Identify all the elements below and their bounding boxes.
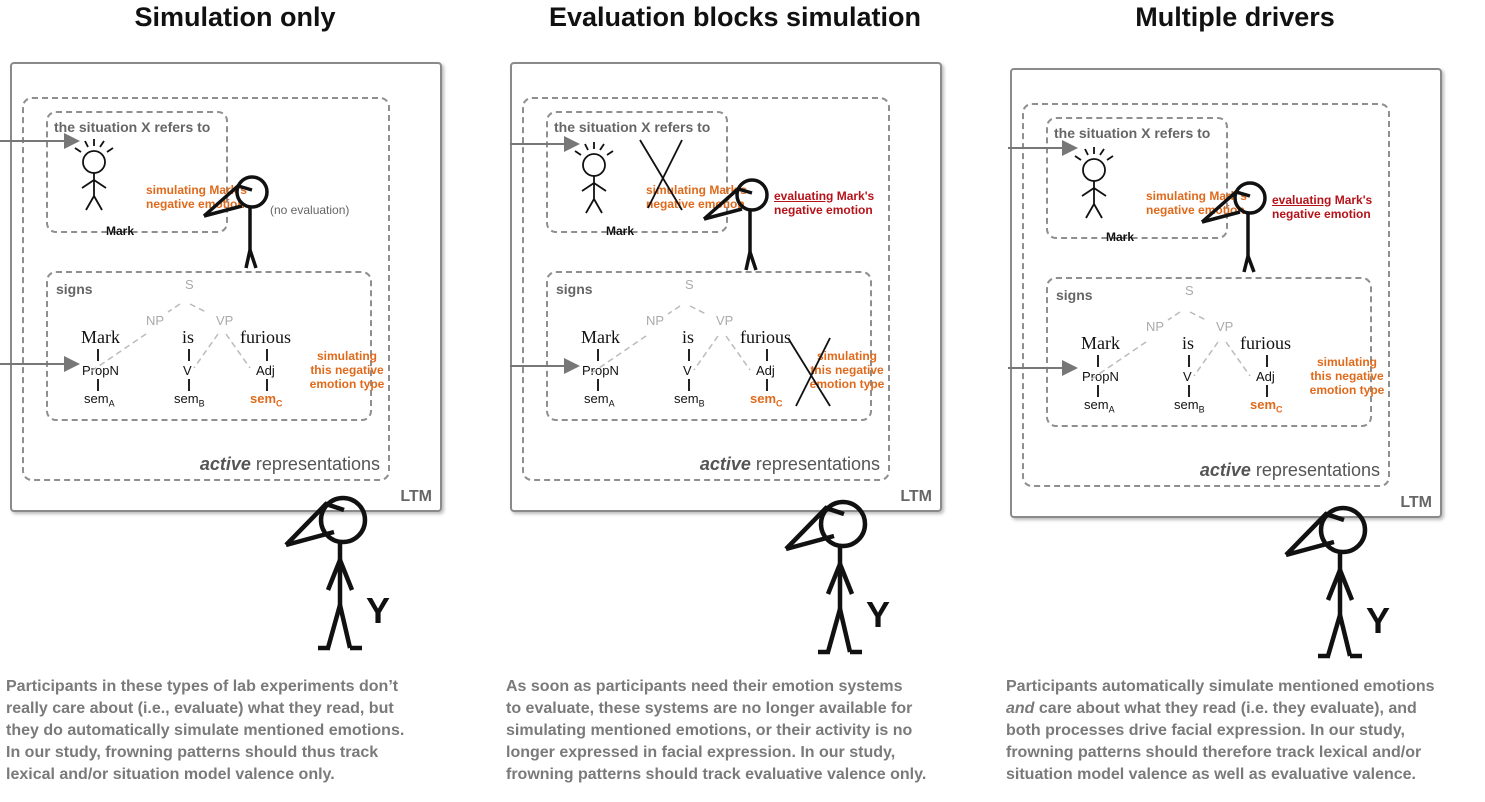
signs-box: signs S NP VP Mark is furious PropN V Ad… [1046, 277, 1384, 427]
cat-propn: PropN [82, 363, 119, 378]
sem-b: semB [174, 391, 205, 409]
tree-node-np: NP [646, 313, 665, 328]
tree-node-np: NP [1146, 319, 1165, 334]
tree-node-s: S [185, 277, 194, 292]
cat-adj: Adj [756, 363, 775, 378]
ltm-box: the situation X refers to Mark simulatin… [510, 62, 942, 512]
cat-v: V [183, 363, 192, 378]
mark-label: Mark [106, 224, 135, 238]
signs-label: signs [56, 281, 93, 297]
sem-c: semC [1250, 397, 1283, 415]
panel-evaluation-blocks-simulation: Evaluation blocks simulation the situati… [500, 0, 970, 802]
cat-v: V [1183, 369, 1192, 384]
tree-node-s: S [1185, 283, 1194, 298]
situation-label: the situation X refers to [1054, 125, 1211, 141]
sem-a: semA [584, 391, 615, 409]
word-mark: Mark [1081, 333, 1120, 353]
tree-node-vp: VP [716, 313, 734, 328]
tree-node-np: NP [146, 313, 165, 328]
cat-v: V [683, 363, 692, 378]
situation-box: the situation X refers to Mark simulatin… [546, 111, 747, 238]
sem-b: semB [674, 391, 705, 409]
cat-propn: PropN [1082, 369, 1119, 384]
sem-a: semA [84, 391, 115, 409]
panel-title: Evaluation blocks simulation [548, 2, 922, 32]
ltm-box: the situation X refers to Mark simulatin… [10, 62, 442, 512]
panel-multiple-drivers: Multiple drivers the situation X refers … [1000, 0, 1470, 802]
agent-y-label: Y [366, 590, 391, 631]
sem-c: semC [250, 391, 283, 409]
tree-node-vp: VP [216, 313, 234, 328]
cat-propn: PropN [582, 363, 619, 378]
panel-title: Simulation only [134, 2, 336, 32]
panel-caption: Participants automatically simulate ment… [1006, 678, 1435, 783]
active-representations-box: the situation X refers to Mark simulatin… [1022, 103, 1390, 487]
agent-y-stick-figure-icon [284, 495, 368, 651]
active-representations-box: the situation X refers to Mark simulatin… [522, 97, 890, 481]
active-representations-box: the situation X refers to Mark simulatin… [22, 97, 390, 481]
signs-label: signs [556, 281, 593, 297]
sem-a: semA [1084, 397, 1115, 415]
word-mark: Mark [581, 327, 620, 347]
mark-label: Mark [1106, 230, 1135, 244]
word-furious: furious [1240, 333, 1291, 353]
word-furious: furious [240, 327, 291, 347]
panel-caption: Participants in these types of lab exper… [6, 678, 405, 783]
agent-y-stick-figure-icon [784, 499, 868, 655]
mark-label: Mark [606, 224, 635, 238]
agent-y-label: Y [866, 594, 891, 635]
situation-label: the situation X refers to [554, 119, 711, 135]
cat-adj: Adj [256, 363, 275, 378]
ltm-label: LTM [400, 488, 432, 505]
active-representations-label: active representations [1199, 460, 1380, 480]
tree-node-s: S [685, 277, 694, 292]
active-representations-label: active representations [699, 454, 880, 474]
agent-y-label: Y [1366, 600, 1391, 641]
panel-simulation-only: Simulation only the situation X refers t… [0, 0, 470, 802]
no-evaluation-note: (no evaluation) [270, 203, 350, 217]
situation-label: the situation X refers to [54, 119, 211, 135]
ltm-label: LTM [1400, 494, 1432, 511]
word-is: is [682, 327, 695, 347]
situation-box: the situation X refers to Mark simulatin… [1046, 117, 1247, 244]
situation-box: the situation X refers to Mark simulatin… [46, 111, 247, 238]
cat-adj: Adj [1256, 369, 1275, 384]
signs-box: signs S NP VP Mark is furious PropN V Ad… [46, 271, 384, 421]
signs-box: signs S NP VP Mark is furious PropN V Ad… [546, 271, 884, 421]
sem-b: semB [1174, 397, 1205, 415]
word-mark: Mark [81, 327, 120, 347]
tree-node-vp: VP [1216, 319, 1234, 334]
word-is: is [182, 327, 195, 347]
panel-title: Multiple drivers [1135, 2, 1335, 32]
signs-label: signs [1056, 287, 1093, 303]
word-furious: furious [740, 327, 791, 347]
word-is: is [1182, 333, 1195, 353]
agent-y-stick-figure-icon [1284, 505, 1368, 659]
ltm-label: LTM [900, 488, 932, 505]
panel-caption: As soon as participants need their emoti… [506, 678, 927, 783]
active-representations-label: active representations [199, 454, 380, 474]
sem-c: semC [750, 391, 783, 409]
ltm-box: the situation X refers to Mark simulatin… [1010, 68, 1442, 518]
